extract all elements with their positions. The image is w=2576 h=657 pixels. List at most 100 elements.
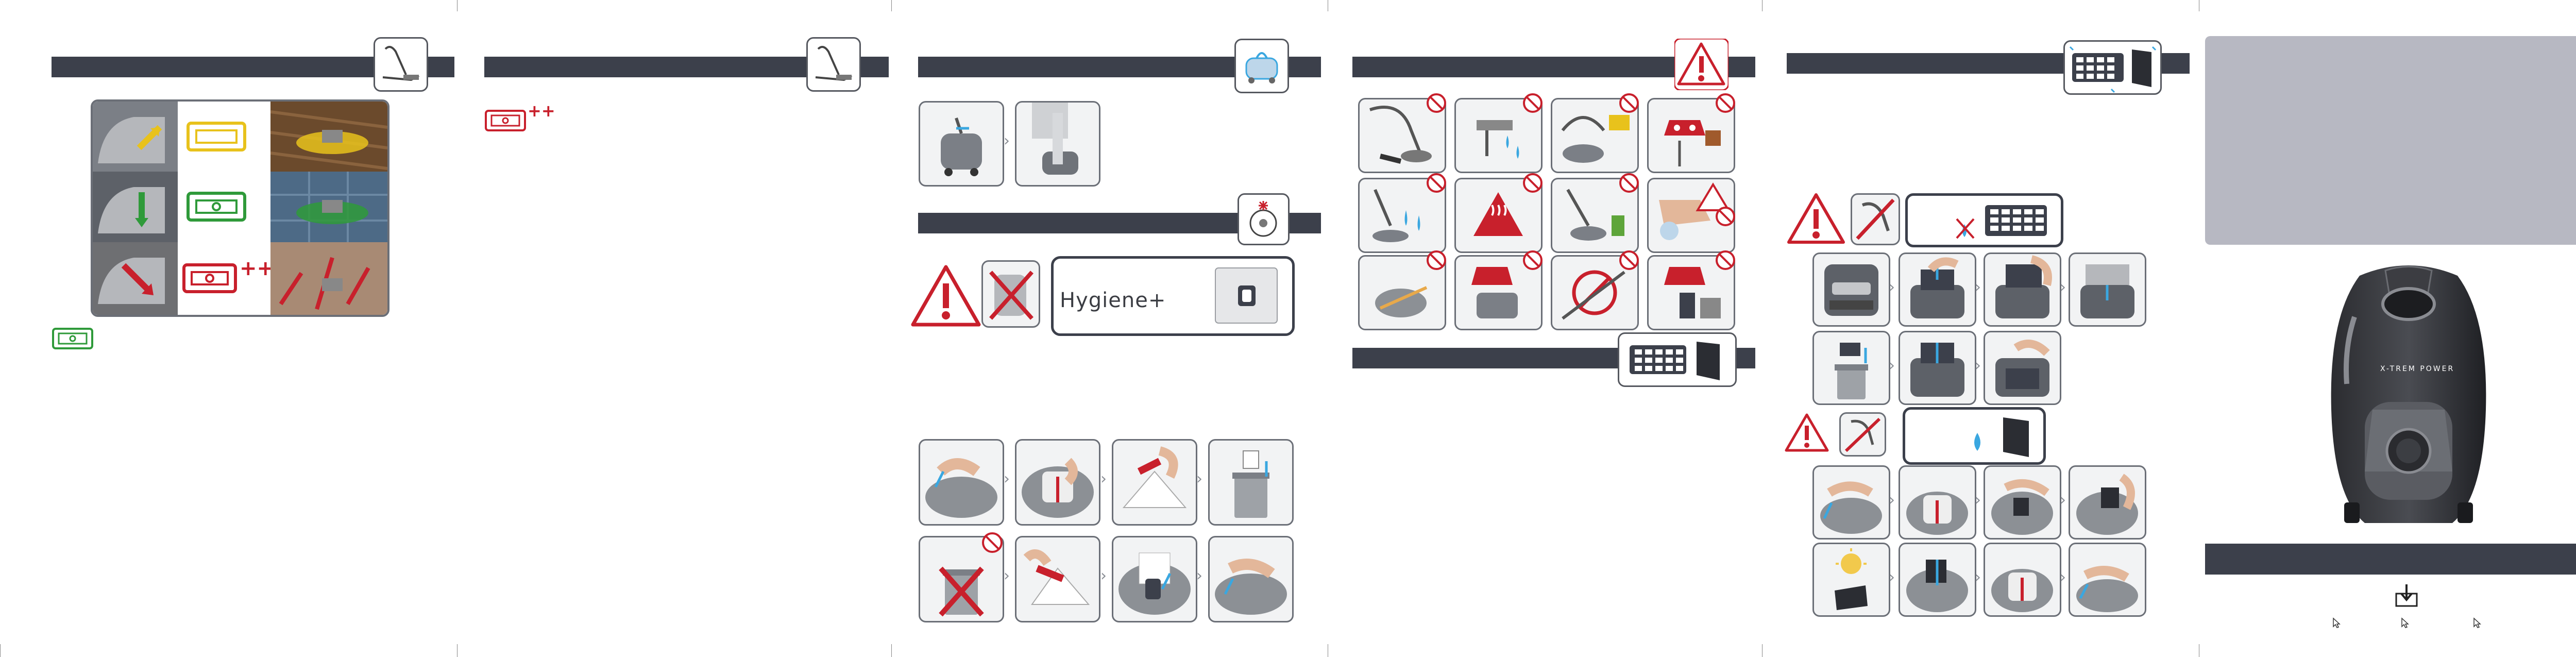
chevron-right-icon: › xyxy=(1196,567,1202,585)
chevron-right-icon: › xyxy=(1975,568,1981,586)
prohibited-icon xyxy=(1522,173,1543,193)
table-row: ++ xyxy=(93,242,387,315)
prohibited-icon xyxy=(981,532,1003,553)
level-plus-label: ++ xyxy=(240,257,275,280)
power-level-table: ++ xyxy=(91,99,389,317)
prohibited-icon xyxy=(1426,250,1447,271)
bag-icon xyxy=(1213,266,1279,325)
step-image xyxy=(1812,543,1890,617)
cursor-icon xyxy=(2473,617,2481,629)
prohibited-icon xyxy=(1619,93,1639,113)
step-image xyxy=(919,439,1004,526)
chevron-right-icon: › xyxy=(2060,568,2066,586)
step-image xyxy=(919,101,1004,187)
prohibited-icon xyxy=(1715,93,1736,113)
chevron-right-icon: › xyxy=(1004,470,1010,488)
cursor-icon xyxy=(2401,617,2409,629)
level-high-icon xyxy=(182,263,237,293)
floor-head-icon xyxy=(806,37,861,92)
chevron-right-icon: › xyxy=(1975,357,1981,375)
prohibited-icon xyxy=(1715,206,1736,227)
no-water-warning-image xyxy=(1839,412,1886,457)
prohibited-icon xyxy=(1619,173,1639,193)
step-image xyxy=(1984,465,2061,540)
filter-icon xyxy=(2063,40,2162,95)
step-image xyxy=(2069,465,2146,540)
chevron-right-icon: › xyxy=(1004,132,1010,150)
bag-card: Hygiene+ xyxy=(1051,256,1295,336)
step-image xyxy=(1899,331,1976,405)
level-medium-badge xyxy=(52,327,94,350)
chevron-right-icon: › xyxy=(1975,491,1981,509)
floor-photo-wood xyxy=(270,102,387,172)
level-cell xyxy=(178,102,270,172)
carry-icon xyxy=(1234,39,1289,93)
dial-photo xyxy=(93,242,178,315)
step-image xyxy=(1812,331,1890,405)
prohibited-icon xyxy=(1522,93,1543,113)
prohibited-icon xyxy=(1619,250,1639,271)
chevron-right-icon: › xyxy=(1889,491,1895,509)
prohibited-icon xyxy=(1426,93,1447,113)
cursor-icon xyxy=(2332,617,2341,629)
chevron-right-icon: › xyxy=(1889,278,1895,296)
crop-mark xyxy=(891,644,892,657)
warning-triangle-icon xyxy=(910,264,981,328)
floor-head-icon xyxy=(374,37,428,92)
bag-indicator-icon xyxy=(1238,193,1290,245)
crop-mark xyxy=(891,0,892,11)
table-row xyxy=(93,172,387,244)
step-image xyxy=(1812,252,1890,327)
filter-card xyxy=(1905,193,2063,247)
washable-filter-icon xyxy=(1974,417,2029,457)
chevron-right-icon: › xyxy=(1889,568,1895,586)
floor-photo-tile xyxy=(270,172,387,242)
vacuum-product-image: X-TREM POWER xyxy=(2324,255,2494,533)
step-image xyxy=(1015,101,1100,187)
chevron-right-icon: › xyxy=(2060,491,2066,509)
dial-photo xyxy=(93,172,178,242)
step-image xyxy=(1208,439,1294,526)
level-cell: ++ xyxy=(178,242,274,315)
step-image xyxy=(1208,536,1294,622)
level-medium-icon xyxy=(187,192,246,222)
cover-grey-panel xyxy=(2205,36,2576,245)
prohibited-icon xyxy=(1522,250,1543,271)
step-image xyxy=(1899,465,1976,540)
warning-triangle-icon xyxy=(1787,192,1846,246)
warning-triangle-icon xyxy=(1784,412,1829,453)
level-high-badge xyxy=(484,109,527,132)
step-image xyxy=(1899,543,1976,617)
step-image xyxy=(1984,331,2061,405)
crop-mark xyxy=(0,644,1,657)
step-image xyxy=(1812,465,1890,540)
filter-icon xyxy=(1618,332,1737,387)
level-plus-label: ++ xyxy=(528,101,555,121)
step-image xyxy=(1984,543,2061,617)
step-image xyxy=(1015,536,1100,622)
chevron-right-icon: › xyxy=(1975,278,1981,296)
step-image xyxy=(2069,543,2146,617)
download-icon xyxy=(2393,582,2420,608)
prohibited-icon xyxy=(1426,173,1447,193)
bag-label: Hygiene+ xyxy=(1060,289,1166,312)
step-image xyxy=(1899,252,1976,327)
no-bag-warning-image xyxy=(981,260,1040,328)
step-image xyxy=(1984,252,2061,327)
chevron-right-icon: › xyxy=(1100,567,1107,585)
step-image xyxy=(1015,439,1100,526)
chevron-right-icon: › xyxy=(2060,278,2066,296)
step-image xyxy=(2069,252,2146,327)
warning-triangle-icon xyxy=(1673,38,1730,91)
no-water-warning-image xyxy=(1851,193,1900,245)
dial-photo xyxy=(93,102,178,172)
prohibited-icon xyxy=(1715,250,1736,271)
chevron-right-icon: › xyxy=(1100,470,1107,488)
chevron-right-icon: › xyxy=(1889,357,1895,375)
step-image xyxy=(1112,439,1197,526)
product-brand-label: X-TREM POWER xyxy=(2380,365,2454,373)
section-header-bar xyxy=(2205,544,2576,575)
washable-filter-card xyxy=(1903,407,2046,465)
level-cell xyxy=(178,172,270,242)
floor-photo-carpet xyxy=(270,242,387,315)
